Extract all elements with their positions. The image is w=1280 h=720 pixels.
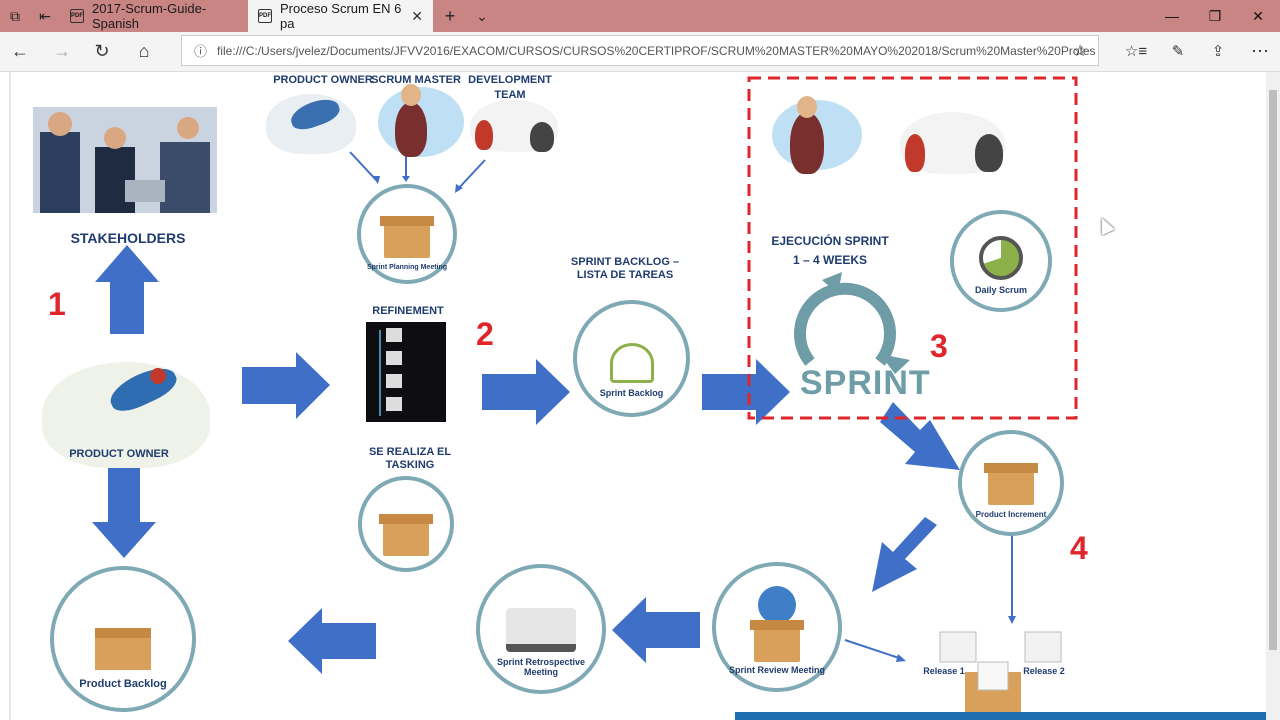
browser-tab-bar: ⧉ ⇤ PDF 2017-Scrum-Guide-Spanish PDF Pro… [0,0,1280,32]
pdf-viewer-content: PRODUCT OWNER SCRUM MASTER DEVELOPMENT T… [0,72,1266,720]
tasking-circle [358,476,454,572]
sprint-retro-circle: Sprint Retrospective Meeting [476,564,606,694]
navigation-bar: ← → ↻ ⌂ ⓘ file:///C:/Users/jvelez/Docume… [0,32,1280,72]
stakeholders-label: STAKEHOLDERS [70,230,186,246]
favorite-star-icon[interactable]: ☆ [1072,43,1088,60]
minimize-button[interactable]: — [1165,8,1179,24]
role-team: TEAM [494,89,526,101]
tab-label: Proceso Scrum EN 6 pa [280,1,402,31]
restore-button[interactable]: ❐ [1208,7,1222,24]
refinement-image [366,322,446,422]
role-product-owner: PRODUCT OWNER [273,74,373,86]
role-development: DEVELOPMENT [468,74,552,86]
arrow-right [242,352,330,419]
vertical-scrollbar[interactable] [1266,72,1280,720]
arrow-right [482,359,570,425]
tab-proceso-scrum[interactable]: PDF Proceso Scrum EN 6 pa ✕ [248,0,433,32]
box-icon [380,216,434,259]
refinement-label: REFINEMENT [372,305,444,317]
close-tab-icon[interactable]: ✕ [411,7,423,24]
back-button[interactable]: ← [11,40,29,61]
tasking-label: SE REALIZA EL TASKING [368,446,452,471]
release-1-doc [939,631,977,663]
ejecucion-sprint-label: EJECUCIÓN SPRINT [771,234,889,248]
meeting-icon [506,608,576,653]
release-2-label: Release 2 [1023,666,1065,676]
arrow-diagonal [880,402,960,470]
sprint-backlog-title: SPRINT BACKLOG – LISTA DE TAREAS [570,256,680,281]
product-increment-circle: Product Increment [958,430,1064,536]
box-icon [984,463,1038,506]
home-button[interactable]: ⌂ [138,40,150,61]
checklist-icon [609,343,654,384]
sprint-cycle-icon [794,282,896,366]
release-1-label: Release 1 [923,666,965,676]
arrow-right [702,359,790,425]
sprint-review-circle: Sprint Review Meeting [712,562,842,692]
step-number-4: 4 [1070,530,1088,566]
sprint-backlog-circle: Sprint Backlog [573,300,690,417]
scrollbar-thumb[interactable] [1269,90,1277,650]
box-icon [750,620,804,663]
set-aside-tabs-icon[interactable]: ⇤ [39,7,51,24]
box-icon [95,627,151,670]
product-owner-illustration [42,362,210,468]
gear-icon [758,586,796,625]
step-number-2: 2 [476,316,494,352]
tab-actions-icon[interactable]: ⧉ [10,7,20,24]
close-window-button[interactable]: ✕ [1252,7,1264,24]
arrow-down [92,468,156,558]
box-icon [379,514,433,556]
more-icon[interactable]: ⋯ [1251,40,1269,61]
arrow-up [95,245,159,334]
arrow-left [612,597,700,663]
product-owner-label: PRODUCT OWNER [69,448,169,460]
release-2-doc [1024,631,1062,663]
new-tab-button[interactable]: + [444,5,456,26]
sprint-planning-circle: Sprint Planning Meeting [357,184,457,284]
diagram-svg [9,72,1266,720]
forward-button[interactable]: → [53,40,71,61]
arrow-left [288,608,376,674]
weeks-label: 1 – 4 WEEKS [792,253,868,267]
tab-label: 2017-Scrum-Guide-Spanish [92,1,207,31]
address-bar[interactable]: ⓘ file:///C:/Users/jvelez/Documents/JFVV… [181,35,1099,66]
timer-icon [979,236,1023,281]
url-text: file:///C:/Users/jvelez/Documents/JFVV20… [217,43,1096,58]
step-number-1: 1 [48,286,66,322]
info-icon[interactable]: ⓘ [194,44,208,59]
pdf-icon: PDF [70,9,84,23]
sprint-word: SPRINT [800,364,931,402]
pen-icon[interactable]: ✎ [1171,43,1185,60]
refresh-button[interactable]: ↻ [94,40,110,61]
favorites-hub-icon[interactable]: ☆≡ [1124,43,1148,60]
product-backlog-circle: Product Backlog [50,566,196,712]
step-number-3: 3 [930,328,948,364]
daily-scrum-circle: Daily Scrum [950,210,1052,312]
chevron-down-icon[interactable]: ⌄ [476,7,488,24]
tab-scrum-guide[interactable]: PDF 2017-Scrum-Guide-Spanish [60,0,248,32]
pdf-icon: PDF [258,9,272,23]
arrow-diagonal [872,517,937,592]
sprint-dashed-box [747,76,1078,420]
share-icon[interactable]: ⇪ [1211,43,1225,60]
role-scrum-master: SCRUM MASTER [371,74,461,86]
